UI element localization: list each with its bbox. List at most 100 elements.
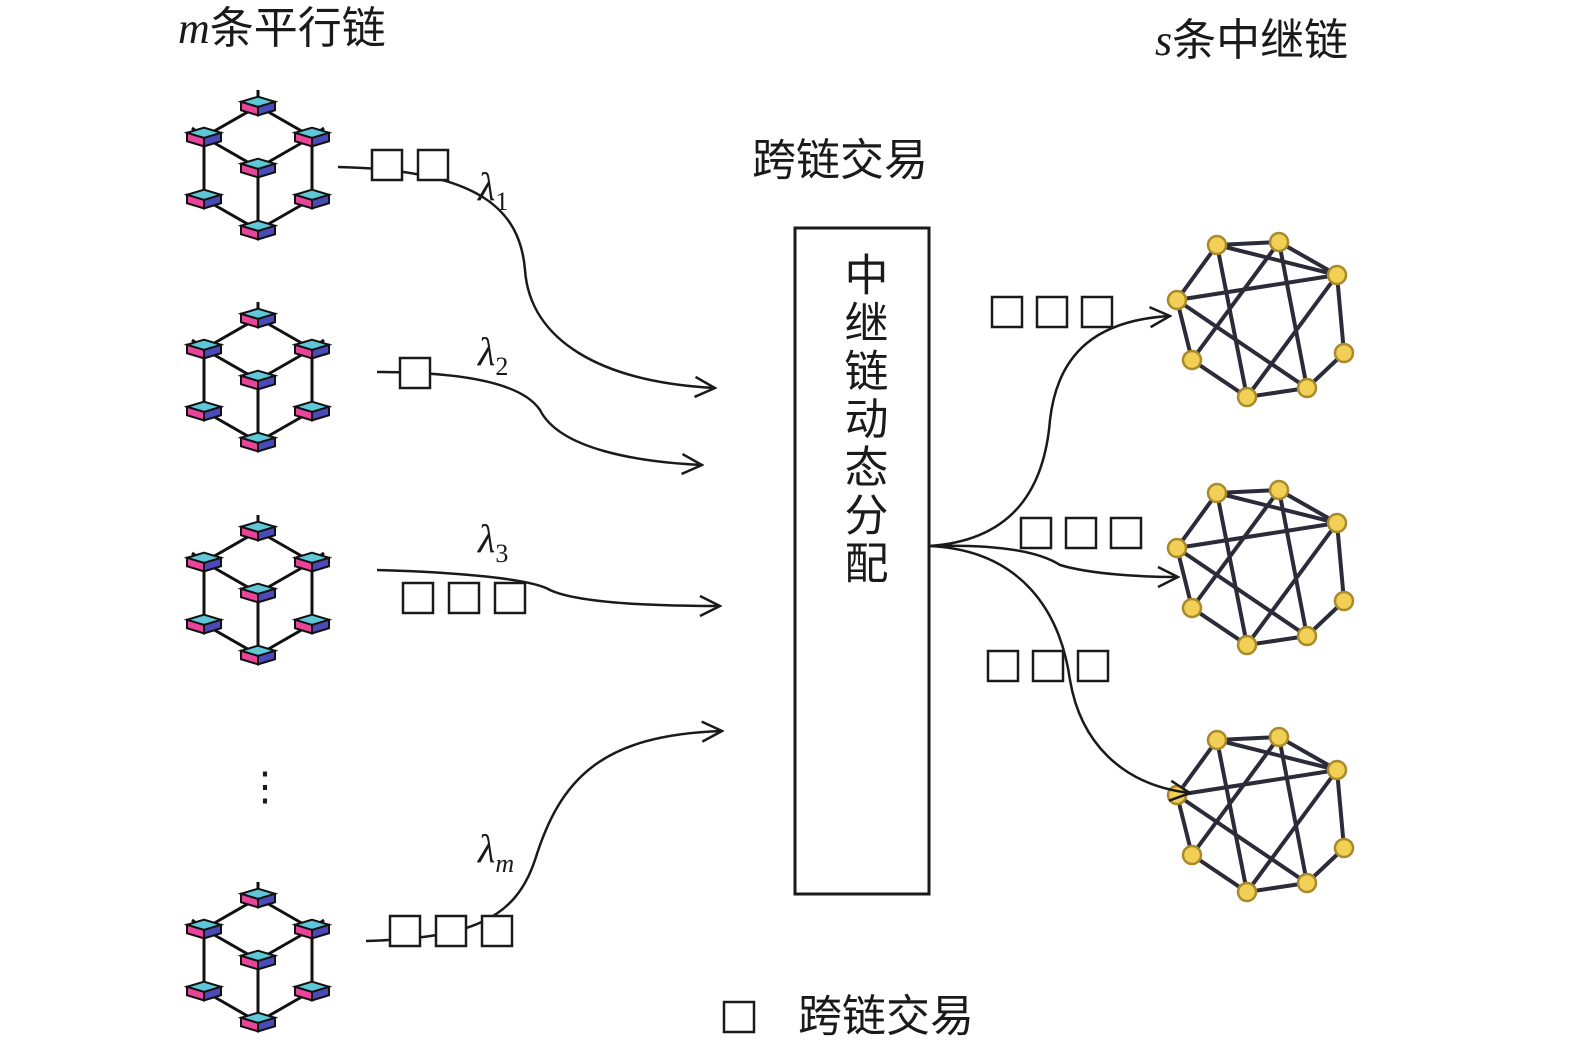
tx-square [398,356,432,390]
relay-edge [1215,492,1249,646]
cross-chain-tx-title: 跨链交易 [752,135,928,186]
relay-edge [1335,522,1346,602]
tx-queue-relay-2 [1019,516,1143,550]
relay-edge [1190,358,1249,399]
relay-node [1206,234,1228,256]
relay-node [1326,512,1348,534]
relay-node [1268,479,1290,501]
relay-edge [1175,299,1194,361]
relay-edge [1215,244,1249,398]
rate-label-chain-3: λ3 [477,516,508,568]
relay-node [1333,590,1355,612]
relay-edge [1175,547,1194,609]
flow-line-relay-1 [928,316,1170,548]
relay-edge [1335,769,1346,849]
flow-line-chain-2 [376,370,702,465]
relay-edge [1190,606,1249,647]
relay-edge [1245,768,1339,894]
relay-edge [1216,240,1280,247]
tx-square [434,914,468,948]
tx-square [1031,649,1065,683]
relay-node [1166,537,1188,559]
relay-chain-icon [1166,231,1355,408]
relay-edge [1190,853,1249,894]
relay-edge [1216,735,1280,742]
relay-node [1268,231,1290,253]
tx-square [1035,295,1069,329]
relay-edge [1190,240,1281,362]
parallel-chain-icon [183,882,333,1033]
relay-edge [1175,243,1219,302]
relay-edge [1176,273,1338,302]
relay-node [1166,289,1188,311]
parallel-chain-icon [183,90,333,241]
relay-edge [1175,794,1194,856]
relay-node [1296,625,1318,647]
tx-square [480,914,514,948]
relay-node [1206,482,1228,504]
rate-label-chain-2: λ2 [477,329,508,381]
relay-allocation-box [793,226,931,896]
tx-square [1109,516,1143,550]
more-chains-ellipsis: ⋮ [245,764,285,810]
relay-chain-icons [1166,231,1355,903]
relay-node [1333,837,1355,859]
relay-node [1268,726,1290,748]
tx-queue-chain-2 [398,356,432,390]
flow-line-chain-3 [376,568,720,606]
tx-queue-chain-1 [370,148,450,182]
relay-node [1236,881,1258,903]
relay-chain-icon [1166,726,1355,903]
relay-node [1206,729,1228,751]
tx-square [1064,516,1098,550]
parallel-chains-title: m条平行链 [178,3,386,54]
relay-node [1326,264,1348,286]
relay-node [1326,759,1348,781]
relay-title-text: 条中继链 [1172,15,1348,66]
tx-square [990,295,1024,329]
relay-edge [1216,488,1280,495]
tx-square [1076,649,1110,683]
flow-line-relay-2 [928,544,1178,577]
relay-node [1181,844,1203,866]
tx-square [447,581,481,615]
relay-edge [1215,739,1249,893]
relay-edge [1278,488,1338,525]
tx-square [986,649,1020,683]
parallel-count-var: m [178,4,210,53]
tx-queue-relay-3 [986,649,1110,683]
relay-chain-icon [1166,479,1355,656]
relay-edge [1277,489,1309,637]
tx-square [1019,516,1053,550]
relay-edge [1278,735,1338,772]
transaction-queues [370,148,1143,948]
legend-tx-label: 跨链交易 [798,991,974,1042]
relay-edge [1277,241,1309,389]
parallel-chain-icon [183,302,333,453]
relay-count-var: s [1155,16,1172,65]
relay-edge [1176,768,1338,797]
tx-queue-chain-m [388,914,514,948]
tx-square [493,581,527,615]
relay-node [1181,349,1203,371]
relay-edge [1190,735,1281,857]
flow-line-chain-1 [337,165,715,388]
tx-square [416,148,450,182]
relay-edge [1277,736,1309,884]
legend-tx-square-icon [722,1000,756,1034]
relay-edge [1245,521,1339,647]
relay-edge [1216,738,1338,772]
relay-node [1181,597,1203,619]
rate-label-chain-1: λ1 [477,164,508,216]
relay-edge [1216,243,1338,277]
relay-edge [1245,273,1339,399]
relay-node [1333,342,1355,364]
relay-node [1236,634,1258,656]
relay-edge [1190,488,1281,610]
relay-edge [1216,491,1338,525]
tx-queue-chain-3 [401,581,527,615]
relay-edge [1175,298,1309,390]
tx-square [1080,295,1114,329]
